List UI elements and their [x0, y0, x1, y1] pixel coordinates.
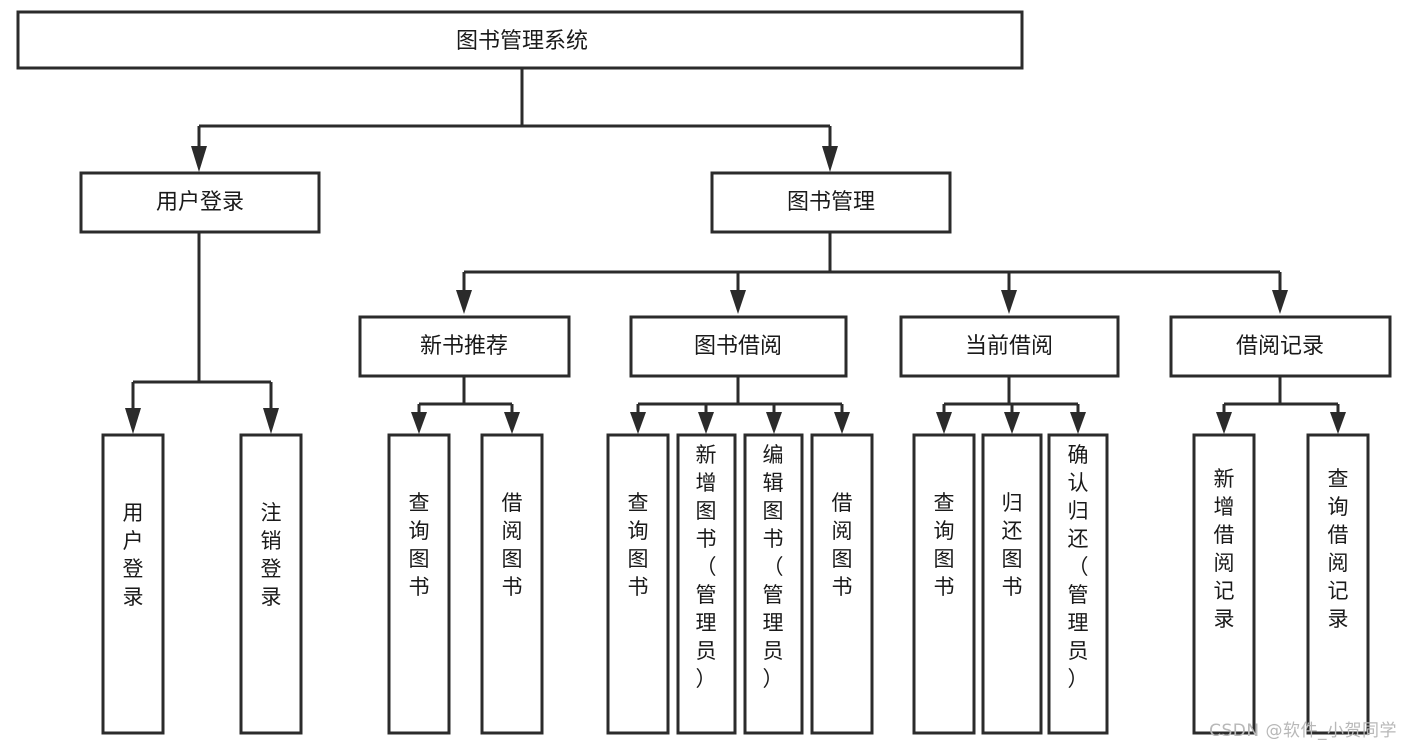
leaf-box[interactable]	[239, 433, 303, 735]
node-book-borrow[interactable]: 图书借阅	[629, 315, 848, 378]
node-user-login-label: 用户登录	[156, 190, 244, 215]
node-borrow-record[interactable]: 借阅记录	[1169, 315, 1392, 378]
leaf-box[interactable]	[676, 433, 737, 735]
node-root-box[interactable]	[16, 10, 1024, 70]
leaf-node[interactable]: 借阅图书	[810, 433, 874, 735]
leaf-label: 确认归还（管理员）	[1068, 443, 1089, 691]
leaf-node[interactable]: 用户登录	[101, 433, 165, 735]
node-borrow-record-box[interactable]	[1169, 315, 1392, 378]
node-book-borrow-box[interactable]	[629, 315, 848, 378]
leaf-node[interactable]: 归还图书	[981, 433, 1043, 735]
leaf-box[interactable]	[480, 433, 544, 735]
node-new-book-recommend[interactable]: 新书推荐	[358, 315, 571, 378]
connector-root-to-level2	[191, 68, 838, 172]
leaf-label: 注销登录	[261, 501, 282, 609]
node-user-login-box[interactable]	[79, 171, 321, 234]
leaf-node[interactable]: 查询图书	[606, 433, 670, 735]
leaf-label: 查询借阅记录	[1328, 467, 1349, 631]
leaf-node[interactable]: 查询借阅记录	[1306, 433, 1370, 735]
connector-bookmanage-to-level3	[456, 232, 1288, 314]
node-root-label: 图书管理系统	[456, 29, 588, 54]
leaf-node[interactable]: 查询图书	[387, 433, 451, 735]
node-current-borrow[interactable]: 当前借阅	[899, 315, 1120, 378]
leaf-box[interactable]	[1192, 433, 1256, 735]
leaf-node[interactable]: 查询图书	[912, 433, 976, 735]
leaf-node[interactable]: 注销登录	[239, 433, 303, 735]
node-current-borrow-label: 当前借阅	[965, 334, 1053, 359]
csdn-watermark: CSDN @软件_小贺同学	[1209, 721, 1397, 741]
leaf-box[interactable]	[912, 433, 976, 735]
connector-newbook-to-leaves	[411, 376, 520, 434]
leaf-label: 编辑图书（管理员）	[763, 443, 784, 691]
leaf-box[interactable]	[387, 433, 451, 735]
connector-bookborrow-to-leaves	[630, 376, 850, 434]
leaf-node[interactable]: 新增图书（管理员）	[676, 433, 737, 735]
leaf-node[interactable]: 确认归还（管理员）	[1047, 433, 1109, 735]
node-book-manage-box[interactable]	[710, 171, 952, 234]
node-book-borrow-label: 图书借阅	[694, 334, 782, 359]
leaf-box[interactable]	[1306, 433, 1370, 735]
node-root[interactable]: 图书管理系统	[16, 10, 1024, 70]
node-new-book-recommend-label: 新书推荐	[420, 334, 508, 359]
node-current-borrow-box[interactable]	[899, 315, 1120, 378]
leaf-label: 查询图书	[628, 491, 649, 599]
leaf-label: 查询图书	[409, 491, 430, 599]
leaf-box[interactable]	[1047, 433, 1109, 735]
leaf-node[interactable]: 借阅图书	[480, 433, 544, 735]
leaf-box[interactable]	[606, 433, 670, 735]
connector-userlogin-to-leaves	[125, 232, 279, 434]
leaf-box[interactable]	[101, 433, 165, 735]
connector-borrowrecord-to-leaves	[1216, 376, 1346, 434]
leaf-node[interactable]: 新增借阅记录	[1192, 433, 1256, 735]
node-book-manage[interactable]: 图书管理	[710, 171, 952, 234]
leaf-label: 新增借阅记录	[1214, 467, 1235, 631]
node-book-manage-label: 图书管理	[787, 190, 875, 215]
connector-currentborrow-to-leaves	[936, 376, 1086, 434]
leaf-label: 用户登录	[123, 501, 144, 609]
node-user-login[interactable]: 用户登录	[79, 171, 321, 234]
leaf-node[interactable]: 编辑图书（管理员）	[743, 433, 804, 735]
leaf-box[interactable]	[981, 433, 1043, 735]
leaf-label: 查询图书	[934, 491, 955, 599]
node-borrow-record-label: 借阅记录	[1236, 334, 1324, 359]
leaf-box[interactable]	[810, 433, 874, 735]
leaf-label: 借阅图书	[832, 491, 853, 599]
leaf-label: 新增图书（管理员）	[696, 443, 717, 691]
leaf-box[interactable]	[743, 433, 804, 735]
leaf-label: 借阅图书	[502, 491, 523, 599]
leaf-label: 归还图书	[1002, 491, 1023, 599]
node-new-book-recommend-box[interactable]	[358, 315, 571, 378]
